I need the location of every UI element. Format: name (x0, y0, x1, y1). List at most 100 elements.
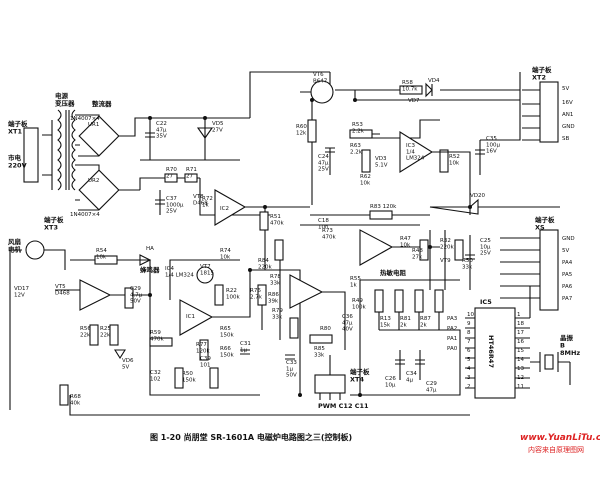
mcu-port-label: PA1 (447, 336, 457, 342)
mcu-pin-number: 17 (517, 330, 524, 336)
mcu-pin-number: 6 (467, 348, 471, 354)
component-label-ur2: UR2 (88, 178, 99, 184)
figure-caption: 图 1-20 尚朋堂 SR-1601A 电磁炉电路图之三(控制板) (150, 432, 352, 442)
mcu-port-label: PA2 (447, 326, 457, 332)
mcu-pin-number: 11 (517, 384, 524, 390)
component-label-ha: HA (146, 246, 154, 252)
component-label-ic1: IC1 (186, 314, 195, 320)
label-pwm: PWM C12 C11 (318, 402, 369, 410)
xt2-pin-label: GND (562, 124, 575, 130)
node-dots (148, 98, 472, 397)
component-label-vt9: VT9 (440, 258, 451, 264)
mcu-pin-number: 18 (517, 321, 524, 327)
label-thermistor: 热敏电阻 (380, 268, 407, 277)
watermark-tagline: 内容来自原理图网 (528, 445, 584, 454)
label-buzzer: 蜂鸣器 (140, 265, 160, 274)
xt3-pin-label: PA5 (562, 272, 573, 278)
xt3-pin-label: GND (562, 236, 575, 242)
mcu-pin-number: 2 (467, 384, 471, 390)
component-label-ur1: UR1 (88, 122, 99, 128)
label-fan: 风扇电机 (8, 237, 22, 253)
mcu-pin-number: 8 (467, 330, 471, 336)
mcu-pin-number: 9 (467, 321, 471, 327)
xt3-pin-label: 5V (562, 248, 569, 254)
component-label-ic2: IC2 (220, 206, 229, 212)
component-label-r83: R83 120k (370, 204, 397, 210)
component-label-vd20: VD20 (470, 193, 485, 199)
label-transformer: 电源变压器 (55, 91, 75, 107)
mcu-pin-number: 15 (517, 348, 524, 354)
component-label-vd4: VD4 (428, 78, 440, 84)
wires (9, 71, 571, 416)
mcu-pin-number: 4 (467, 366, 471, 372)
mcu-pin-number: 16 (517, 339, 524, 345)
xt2-pin-label: 5V (562, 86, 569, 92)
mcu-pin-number: 7 (467, 339, 471, 345)
xt2-pin-label: AN1 (562, 112, 573, 118)
xt2-pin-label: 16V (562, 100, 573, 106)
mcu-pin-number: 14 (517, 357, 524, 363)
mcu-pin-number: 1 (517, 312, 521, 318)
xt2-pin-label: SB (562, 136, 569, 142)
mcu-port-label: PA3 (447, 316, 458, 322)
component-label-vd7: VD7 (408, 98, 420, 104)
xt3-pin-label: PA6 (562, 284, 573, 290)
mcu-ref: IC5 (480, 298, 492, 306)
mcu-pin-number: 3 (467, 375, 471, 381)
